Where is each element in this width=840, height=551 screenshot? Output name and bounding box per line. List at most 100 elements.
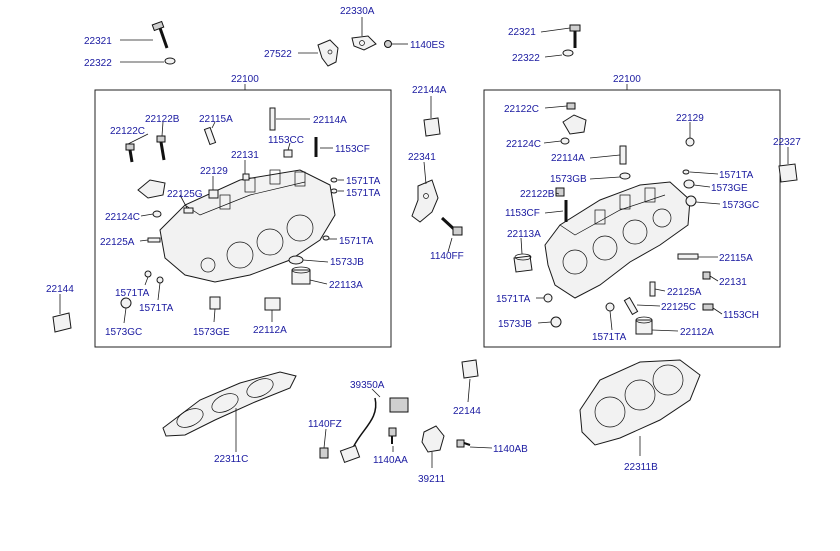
pin-22114a-left — [269, 107, 276, 131]
label-1573jb-left: 1573JB — [330, 257, 364, 268]
guide-22112a-left — [264, 297, 281, 311]
pin-22125a-left — [147, 237, 161, 243]
seal-22113a-right — [513, 255, 533, 273]
label-22112a-right: 22112A — [680, 327, 714, 338]
label-1571ta-4: 1571TA — [115, 288, 150, 299]
clamp-22330a — [351, 35, 377, 51]
label-22125a-right: 22125A — [667, 287, 702, 298]
label-22131-right: 22131 — [719, 277, 747, 288]
label-22144-left: 22144 — [46, 284, 74, 295]
label-22122c-left: 22122C — [110, 126, 145, 137]
bolt-22321-right — [569, 24, 581, 48]
label-22327: 22327 — [773, 137, 801, 148]
label-22100-left: 22100 — [231, 74, 259, 85]
label-22321-right: 22321 — [508, 27, 536, 38]
label-22129-right: 22129 — [676, 113, 704, 124]
ring-22124c-left — [152, 210, 162, 218]
bearing-cap-right — [562, 114, 587, 135]
label-22125c: 22125C — [661, 302, 696, 313]
bracket-22341 — [411, 179, 439, 223]
pin-22131-left — [242, 173, 250, 181]
cap-1573ge-right — [683, 179, 695, 189]
label-22131-left: 22131 — [231, 150, 259, 161]
label-27522: 27522 — [264, 49, 292, 60]
seal-22144-bottom — [461, 359, 479, 379]
label-1571ta-1: 1571TA — [346, 176, 381, 187]
label-1571ta-8: 1571TA — [592, 332, 627, 343]
plug-1571ta-4 — [144, 270, 152, 278]
label-22124c-left: 22124C — [105, 212, 140, 223]
label-22115a-left: 22115A — [199, 114, 233, 125]
label-1571ta-3: 1571TA — [339, 236, 374, 247]
seal-22327 — [778, 163, 798, 183]
left-assembly-box — [94, 89, 392, 348]
label-22125a-left: 22125A — [100, 237, 135, 248]
label-22129-left: 22129 — [200, 166, 228, 177]
label-1573jb-right: 1573JB — [498, 319, 532, 330]
bearing-cap-left — [137, 179, 166, 199]
washer-22322-right — [562, 49, 574, 57]
label-1573gc-right: 1573GC — [722, 200, 759, 211]
label-22122b-right: 22122B — [520, 189, 555, 200]
label-22341: 22341 — [408, 152, 436, 163]
pin-22125g — [183, 207, 194, 214]
guide-22112a-right — [635, 319, 653, 335]
label-22113a-right: 22113A — [507, 229, 541, 240]
bolt-22122b-right — [555, 187, 565, 197]
sensor-39211 — [421, 425, 445, 453]
label-22330a: 22330A — [340, 6, 375, 17]
label-1140fz: 1140FZ — [308, 419, 342, 430]
plug-1571ta-8 — [605, 302, 615, 312]
plug-1571ta-2 — [330, 188, 338, 194]
plug-1573jb-left — [288, 255, 304, 265]
stud-1153ch — [702, 303, 714, 311]
label-22125g: 22125G — [167, 189, 203, 200]
label-1140ab: 1140AB — [493, 444, 528, 455]
plug-1571ta-7 — [543, 293, 553, 303]
gasket-22311b — [579, 359, 701, 446]
label-1573ge-right: 1573GE — [711, 183, 748, 194]
bolt-1140ab — [456, 439, 471, 448]
label-1573gb: 1573GB — [550, 174, 587, 185]
plug-1573gb — [619, 172, 631, 180]
plug-1573jb-right — [550, 316, 562, 328]
washer-22322-left — [164, 57, 176, 65]
pin-22125c — [623, 296, 639, 316]
seal-22144a — [423, 117, 441, 137]
ring-1573gc-right — [685, 195, 697, 207]
label-22115a-right: 22115A — [719, 253, 753, 264]
label-22112a-left: 22112A — [253, 325, 287, 336]
pin-22125a-right — [649, 281, 656, 297]
ring-1573gc-left — [120, 297, 132, 309]
plug-1571ta-6 — [682, 169, 690, 175]
label-22321-left: 22321 — [84, 36, 112, 47]
label-22322-left: 22322 — [84, 58, 112, 69]
cap-1573ge-left — [209, 296, 221, 310]
label-22122c-right: 22122C — [504, 104, 539, 115]
bolt-22122c-right — [566, 102, 576, 110]
label-1140ff: 1140FF — [430, 251, 464, 262]
label-1571ta-5: 1571TA — [139, 303, 174, 314]
label-39350a: 39350A — [350, 380, 385, 391]
label-1571ta-6: 1571TA — [719, 170, 754, 181]
label-22144-bottom: 22144 — [453, 406, 481, 417]
label-22311c: 22311C — [214, 454, 248, 465]
plug-1571ta-3 — [322, 235, 330, 241]
label-1573ge-left: 1573GE — [193, 327, 230, 338]
label-1153cf-right: 1153CF — [505, 208, 540, 219]
bolt-1140fz — [319, 447, 329, 459]
pin-22131-right — [702, 271, 711, 280]
right-assembly-box — [483, 89, 781, 348]
label-1140aa: 1140AA — [373, 455, 408, 466]
bolt-22321-left — [151, 20, 169, 49]
label-22311b: 22311B — [624, 462, 658, 473]
label-1153cf-left: 1153CF — [335, 144, 370, 155]
bolt-1140es — [384, 40, 392, 48]
seal-22113a-left — [291, 269, 311, 285]
cylinder-head-right — [544, 181, 691, 299]
label-22144a: 22144A — [412, 85, 447, 96]
bolt-1140aa — [388, 427, 397, 444]
cylinder-head-left — [159, 169, 336, 283]
label-22124c-right: 22124C — [506, 139, 541, 150]
